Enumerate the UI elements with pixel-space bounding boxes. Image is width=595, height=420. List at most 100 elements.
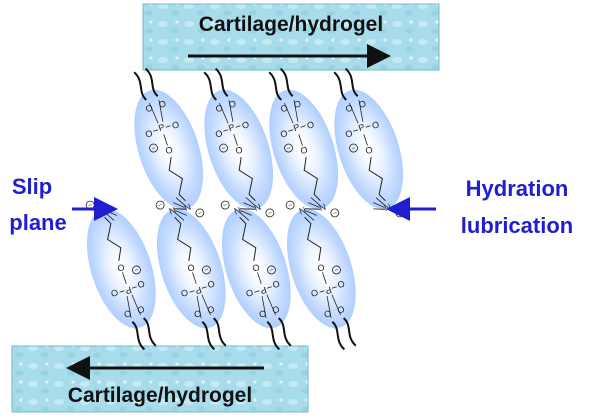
hydration-shell	[134, 89, 204, 210]
charge-circle	[265, 208, 275, 218]
choline-chain	[303, 156, 321, 202]
charge-circle	[220, 200, 230, 210]
phosphorus-atom: P	[357, 122, 366, 133]
top-slab: Cartilage/hydrogel	[142, 3, 440, 71]
phosphorus-atom: P	[227, 122, 236, 133]
methyl-bonds	[373, 197, 386, 210]
oxygen-atom: O	[144, 103, 154, 115]
oxygen-atom: O	[310, 287, 320, 299]
phosphorus-atom: P	[259, 285, 268, 296]
methyl-bonds	[239, 208, 252, 221]
charge-sign: −	[287, 200, 293, 208]
charge-circle	[195, 208, 205, 218]
bond-lines	[349, 99, 371, 146]
lipid-tail	[333, 71, 348, 101]
phosphorus-atom: P	[124, 285, 133, 296]
oxygen-atom: O	[258, 308, 268, 320]
charge-circle	[330, 208, 340, 218]
bond-lines	[149, 99, 171, 146]
oxygen-atom: O	[116, 262, 126, 274]
slip-plane-annotation: Slip plane	[9, 174, 118, 235]
oxygen-atom: O	[136, 304, 146, 316]
charge-circle	[332, 265, 341, 275]
charge-circle	[285, 200, 295, 210]
choline-chain	[304, 216, 322, 262]
oxygen-atom: O	[245, 287, 255, 299]
nitrogen-atom: N	[183, 202, 192, 214]
lipid-tail	[133, 71, 148, 101]
oxygen-atom: O	[336, 278, 346, 290]
oxygen-atom: O	[271, 304, 281, 316]
lipid-tail	[201, 321, 216, 351]
slip-plane-line1: Slip	[12, 174, 52, 199]
charge-sign: −	[333, 265, 339, 273]
oxygen-atom: O	[164, 145, 174, 157]
oxygen-atom: O	[180, 287, 190, 299]
oxygen-atom: O	[228, 98, 238, 110]
lipid-tail	[214, 67, 229, 97]
hydration-line1: Hydration	[466, 176, 569, 201]
nitrogen-atom: N	[233, 205, 242, 217]
charge-circle	[267, 265, 276, 275]
lipid-tail	[144, 67, 159, 97]
phosphorus-atom: P	[194, 285, 203, 296]
hydration-line2: lubrication	[461, 213, 573, 238]
oxygen-atom: O	[251, 262, 261, 274]
methyl-bonds	[174, 208, 187, 221]
oxygen-atom: O	[136, 278, 146, 290]
bond-lines	[119, 272, 141, 319]
oxygen-atom: O	[123, 308, 133, 320]
choline-chain	[174, 216, 192, 262]
bottom-slab-label: Cartilage/hydrogel	[68, 384, 252, 407]
hydration-shell	[334, 89, 404, 210]
oxygen-atom: O	[316, 262, 326, 274]
slip-plane-line2: plane	[9, 210, 66, 235]
oxygen-atom: O	[293, 98, 303, 110]
charge-sign: −	[151, 145, 157, 153]
choline-chain	[238, 156, 256, 202]
oxygen-atom: O	[271, 278, 281, 290]
oxygen-atom: O	[364, 145, 374, 157]
oxygen-atom: O	[306, 119, 316, 131]
oxygen-atom: O	[371, 119, 381, 131]
ammonium-group: N−	[285, 200, 317, 221]
charge-circle	[349, 143, 358, 153]
lipid-tail	[203, 71, 218, 101]
oxygen-atom: O	[110, 287, 120, 299]
charge-sign: −	[397, 210, 403, 218]
oxygen-atom: O	[214, 103, 224, 115]
ammonium-group: N−	[220, 200, 252, 221]
hydration-shell	[204, 89, 274, 210]
choline-chain	[368, 156, 386, 202]
charge-circle	[155, 200, 165, 210]
oxygen-atom: O	[241, 119, 251, 131]
oxygen-atom: O	[186, 262, 196, 274]
phosphorus-atom: P	[324, 285, 333, 296]
oxygen-atom: O	[234, 145, 244, 157]
charge-sign: −	[197, 210, 203, 218]
charge-sign: −	[267, 210, 273, 218]
charge-circle	[132, 265, 141, 275]
oxygen-atom: O	[158, 98, 168, 110]
charge-sign: −	[222, 200, 228, 208]
methyl-bonds	[304, 208, 317, 221]
bond-lines	[284, 99, 306, 146]
hydration-shell	[286, 208, 356, 329]
oxygen-atom: O	[193, 308, 203, 320]
phosphorus-atom: P	[292, 122, 301, 133]
choline-chain	[239, 216, 257, 262]
lipid-tail	[266, 321, 281, 351]
oxygen-atom: O	[358, 98, 368, 110]
oxygen-atom: O	[214, 128, 224, 140]
nitrogen-atom: N	[298, 205, 307, 217]
oxygen-atom: O	[344, 128, 354, 140]
